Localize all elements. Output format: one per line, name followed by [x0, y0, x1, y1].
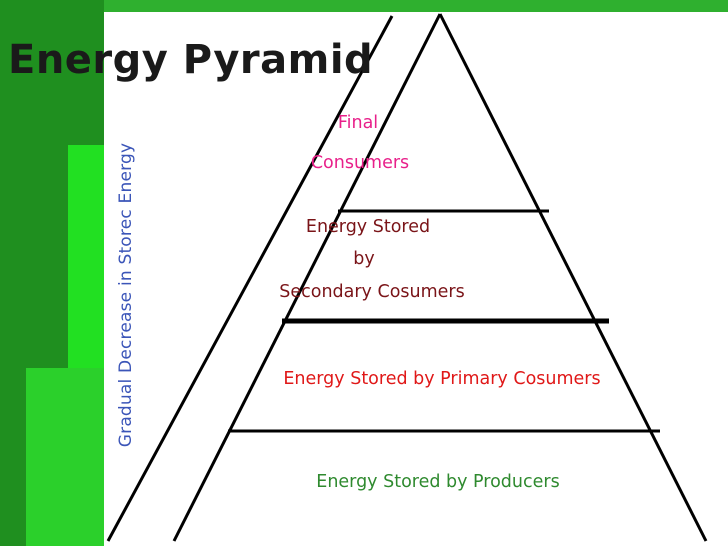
tier-1-line-2: Consumers — [310, 153, 410, 173]
pyramid-right-edge — [438, 13, 708, 542]
tier-2-line-1: Energy Stored — [305, 217, 431, 237]
tier-2-line-3: Secondary Cosumers — [279, 282, 465, 302]
slide-title: Energy Pyramid — [8, 37, 374, 83]
outer-slope-line — [106, 15, 394, 542]
tier-2-line-2: by — [353, 249, 375, 269]
tier-1-line-1: Final — [337, 113, 379, 133]
tier-3-line-1: Energy Stored by Primary Cosumers — [283, 369, 601, 389]
white-panel — [104, 12, 728, 546]
tier-4-line-1: Energy Stored by Producers — [316, 472, 560, 492]
pyramid-left-edge — [172, 13, 442, 542]
